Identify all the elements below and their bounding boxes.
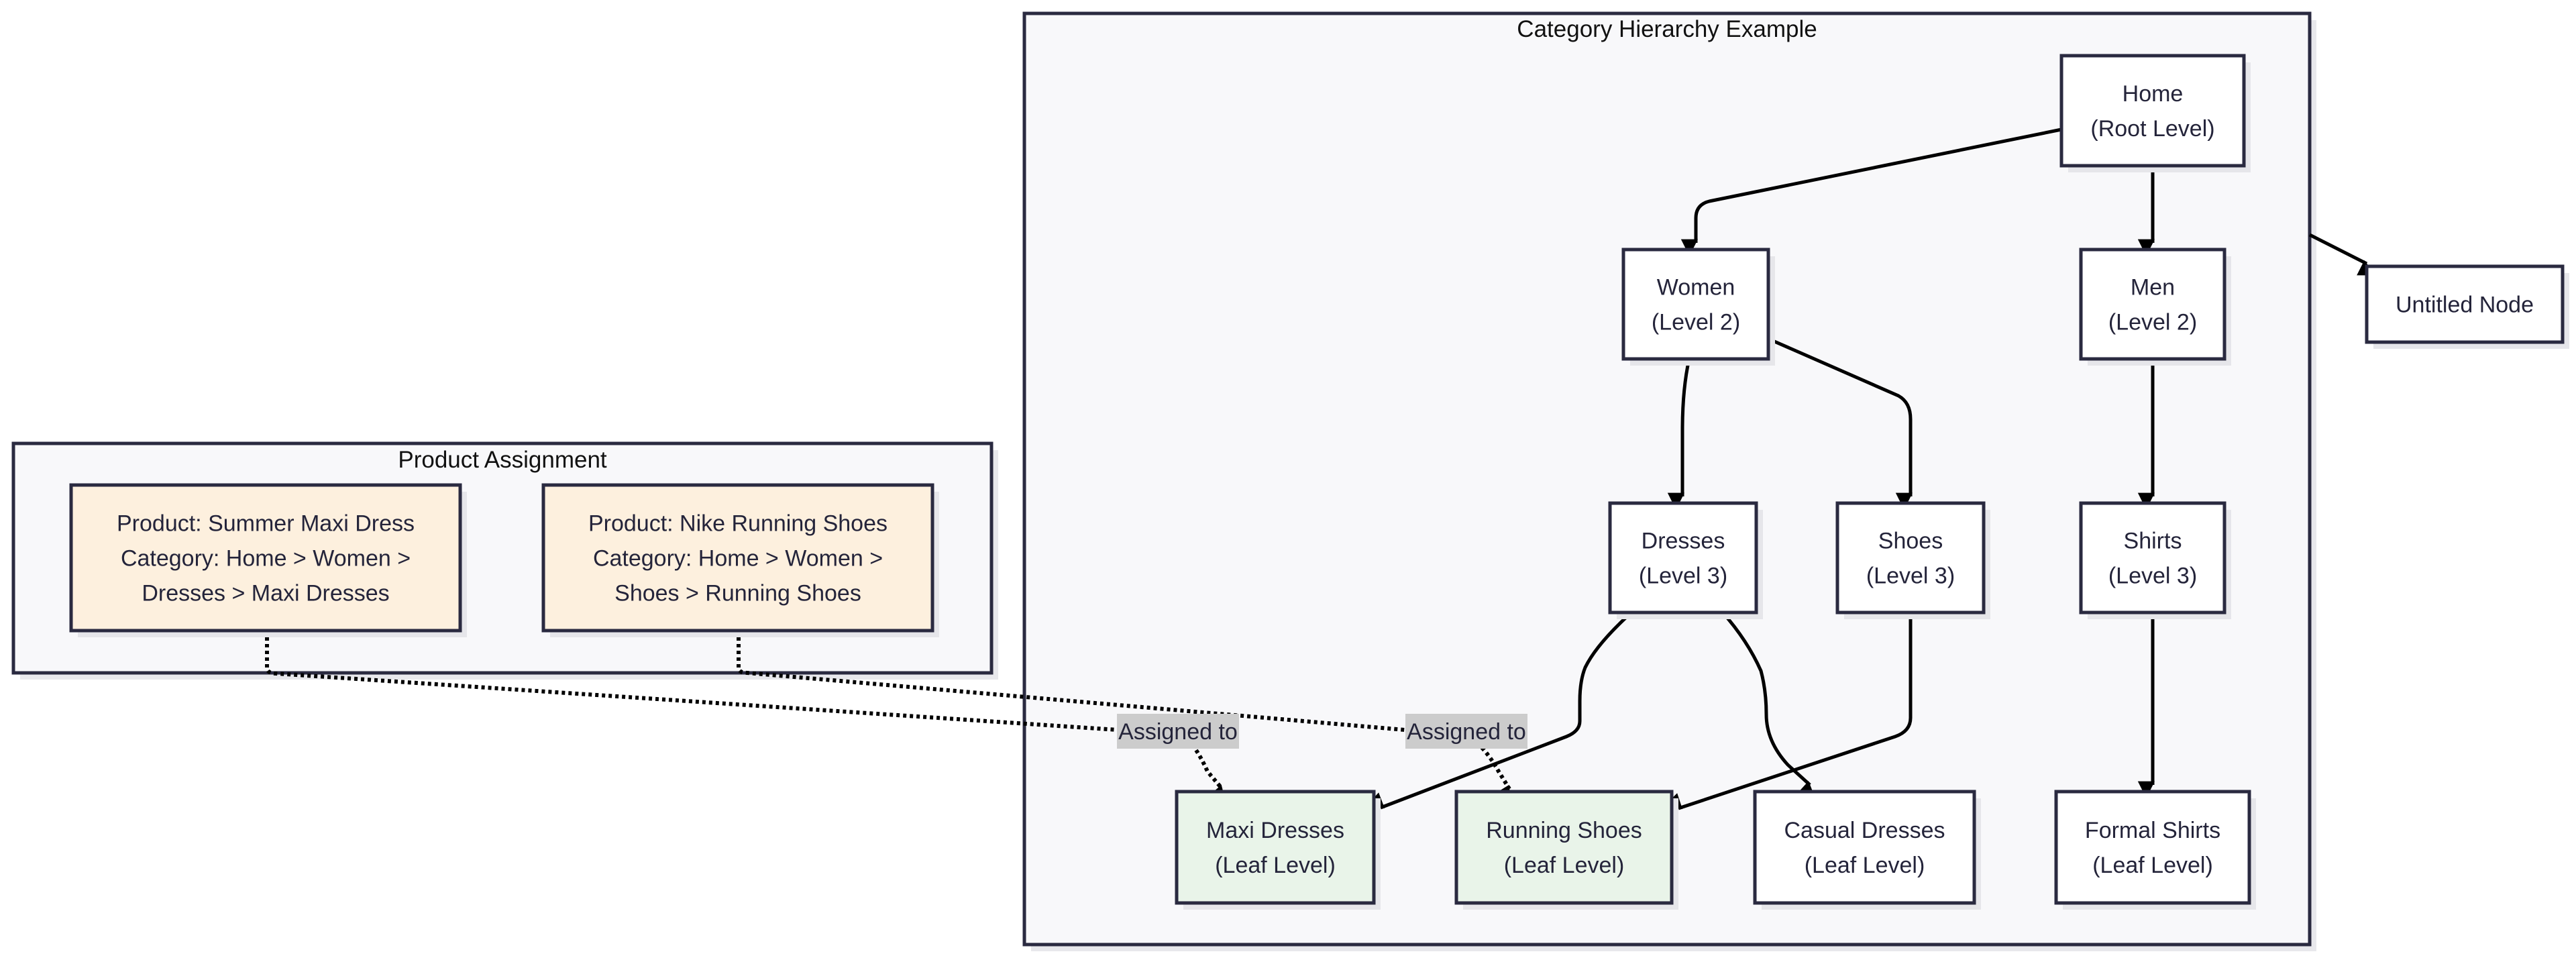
node-label-line: (Leaf Level) bbox=[2092, 853, 2213, 878]
node-box[interactable] bbox=[2079, 248, 2226, 361]
node-women[interactable]: Women (Level 2) bbox=[1621, 248, 1775, 366]
node-box[interactable] bbox=[1753, 790, 1976, 905]
node-box[interactable] bbox=[2059, 54, 2246, 168]
node-label-line: Shirts bbox=[2124, 529, 2182, 554]
node-label-line: Formal Shirts bbox=[2085, 818, 2220, 843]
node-home[interactable]: Home (Root Level) bbox=[2059, 54, 2251, 172]
node-box[interactable] bbox=[1175, 790, 1376, 905]
node-formal[interactable]: Formal Shirts (Leaf Level) bbox=[2054, 790, 2256, 910]
edge-women-shoes bbox=[1767, 337, 1913, 510]
node-label-line: Category: Home > Women > bbox=[121, 546, 411, 572]
node-casual[interactable]: Casual Dresses (Leaf Level) bbox=[1753, 790, 1981, 910]
svg-text:Assigned to: Assigned to bbox=[1407, 719, 1526, 745]
edge-women-dresses bbox=[1667, 358, 1691, 510]
node-label-line: Product: Summer Maxi Dress bbox=[117, 511, 415, 537]
node-men[interactable]: Men (Level 2) bbox=[2079, 248, 2231, 366]
node-label-line: Women bbox=[1657, 275, 1735, 301]
node-label-line: Product: Nike Running Shoes bbox=[588, 511, 888, 537]
node-box[interactable] bbox=[1835, 501, 1986, 614]
node-label-line: Dresses > Maxi Dresses bbox=[142, 581, 389, 606]
edge-shoes-running bbox=[1664, 612, 1913, 810]
cluster-title-product: Product Assignment bbox=[398, 447, 607, 473]
node-label-line: Casual Dresses bbox=[1784, 818, 1945, 843]
node-label-line: Shoes > Running Shoes bbox=[614, 581, 861, 606]
node-label-line: (Leaf Level) bbox=[1504, 853, 1625, 878]
node-label-line: (Level 3) bbox=[1866, 564, 1955, 589]
node-label-line: (Leaf Level) bbox=[1805, 853, 1925, 878]
node-label-line: (Level 2) bbox=[1652, 310, 1740, 335]
node-box[interactable] bbox=[2054, 790, 2251, 905]
node-label-line: (Level 3) bbox=[2108, 564, 2197, 589]
node-maxi[interactable]: Maxi Dresses (Leaf Level) bbox=[1175, 790, 1381, 910]
edge-label-assigned-2: Assigned to bbox=[1405, 714, 1527, 749]
node-label-line: Maxi Dresses bbox=[1206, 818, 1344, 843]
node-label-line: (Level 2) bbox=[2108, 310, 2197, 335]
node-shirts[interactable]: Shirts (Level 3) bbox=[2079, 501, 2231, 619]
node-label-line: Dresses bbox=[1642, 529, 1725, 554]
node-label-line: Men bbox=[2131, 275, 2175, 301]
node-box[interactable] bbox=[1621, 248, 1770, 361]
edge-dresses-casual bbox=[1721, 611, 1816, 799]
node-label-line: Category: Home > Women > bbox=[593, 546, 883, 572]
node-dresses[interactable]: Dresses (Level 3) bbox=[1608, 501, 1763, 619]
node-label-line: (Leaf Level) bbox=[1215, 853, 1336, 878]
edge-dresses-maxi bbox=[1366, 611, 1633, 810]
node-box[interactable] bbox=[1608, 501, 1758, 614]
node-label-line: (Root Level) bbox=[2090, 116, 2214, 142]
edge-product1-maxi bbox=[265, 631, 1226, 804]
node-box[interactable] bbox=[2365, 264, 2565, 344]
edge-label-assigned-1: Assigned to bbox=[1117, 714, 1239, 749]
node-running[interactable]: Running Shoes (Leaf Level) bbox=[1454, 790, 1678, 910]
cluster-title-category: Category Hierarchy Example bbox=[1517, 16, 1817, 42]
node-box[interactable] bbox=[541, 483, 934, 633]
node-shoes[interactable]: Shoes (Level 3) bbox=[1835, 501, 1990, 619]
node-box[interactable] bbox=[2079, 501, 2226, 614]
node-box[interactable] bbox=[69, 483, 462, 633]
edge-category-untitled bbox=[2308, 233, 2376, 276]
node-untitled[interactable]: Untitled Node bbox=[2365, 264, 2569, 349]
svg-text:Assigned to: Assigned to bbox=[1118, 719, 1238, 745]
node-label-line: Running Shoes bbox=[1486, 818, 1642, 843]
node-label-line: Shoes bbox=[1878, 529, 1943, 554]
node-label-line: Untitled Node bbox=[2396, 292, 2534, 318]
node-label-line: Home bbox=[2123, 81, 2184, 107]
node-box[interactable] bbox=[1454, 790, 1674, 905]
edge-home-women bbox=[1680, 127, 2062, 256]
node-label-line: (Level 3) bbox=[1639, 564, 1727, 589]
